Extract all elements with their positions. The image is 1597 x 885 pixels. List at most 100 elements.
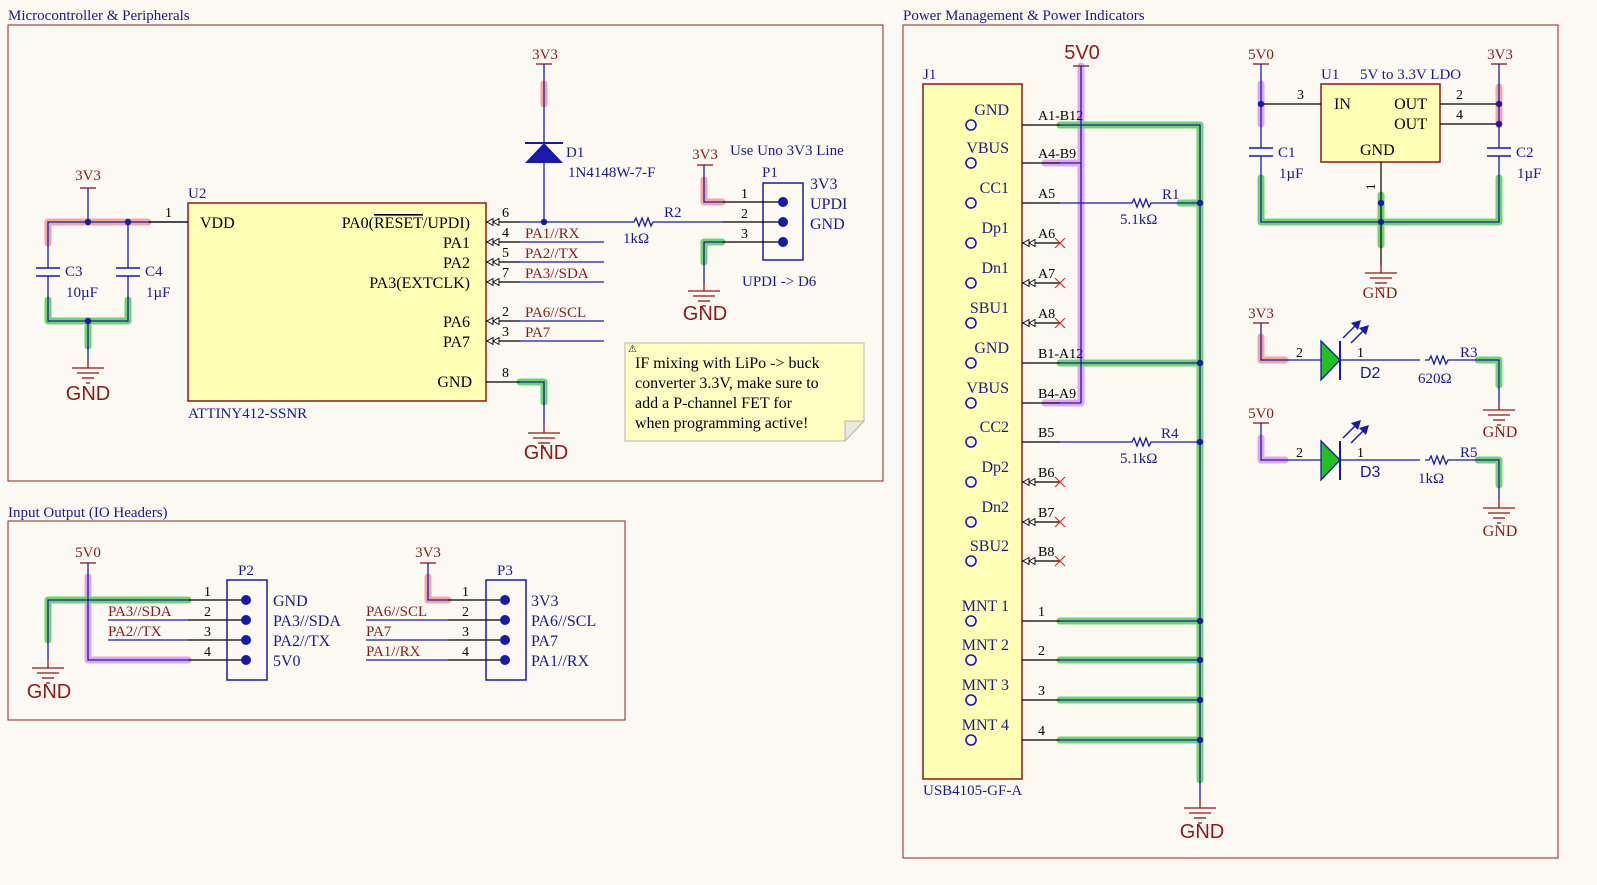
u2-pin-gnd: GND [437, 374, 472, 391]
p1-header[interactable]: Use Uno 3V3 Line P1 1 2 3 3V3 UPDI GND U… [722, 143, 847, 290]
j1-pin-name: Dp2 [981, 459, 1009, 476]
c4-ref: C4 [145, 264, 163, 280]
r5-gnd-label: GND [1483, 523, 1518, 540]
r5-resistor[interactable]: R5 1kΩ GND [1418, 445, 1517, 540]
j1-pin-circle [965, 555, 977, 567]
j1-pin-row: Dp1 A6 [965, 220, 1066, 249]
d1-ref: D1 [566, 145, 584, 161]
d1-part: 1N4148W-7-F [568, 165, 656, 181]
j1-pin-name: Dp1 [981, 220, 1009, 237]
j1-pin-circle [965, 694, 977, 706]
j1-pin-name: VBUS [966, 140, 1009, 157]
p2-pin1-num: 1 [204, 585, 211, 600]
u2-attiny412[interactable]: U2 ATTINY412-SSNR 1 VDD PA0(RESET/UPDI) … [148, 186, 520, 422]
p3-net-pa7: PA7 [366, 624, 392, 640]
j1-pin-row: SBU1 A8 [965, 300, 1066, 329]
p2-header[interactable]: 5V0 GND PA3//SDA PA2//TX 1 2 3 4 P2 GND … [27, 545, 342, 703]
u1-3v3-label: 3V3 [1487, 47, 1513, 63]
d3-5v0-label: 5V0 [1248, 406, 1274, 422]
u1-pin-out1: OUT [1394, 96, 1427, 113]
d2-pin-k: 1 [1357, 346, 1364, 361]
p3-net-pa1-rx: PA1//RX [366, 644, 421, 660]
j1-pin-circle [965, 317, 977, 329]
u1-body [1320, 83, 1441, 163]
p3-header[interactable]: 3V3 PA6//SCL PA7 PA1//RX 1 2 3 4 P3 3V3 … [366, 545, 596, 681]
p3-label-1: 3V3 [531, 593, 559, 610]
c4-capacitor[interactable]: C4 1µF [116, 264, 171, 301]
j1-pin-name: GND [974, 340, 1009, 357]
u2-pin-pa1-num: 4 [502, 226, 509, 241]
c1-capacitor[interactable]: C1 1µF [1249, 145, 1304, 182]
p3-pin2-num: 2 [462, 605, 469, 620]
j1-pin-circle [965, 516, 977, 528]
j1-pin-circle [965, 277, 977, 289]
lipo-note[interactable]: ⚠ IF mixing with LiPo -> buck converter … [624, 342, 866, 443]
j1-pin-number: A6 [1038, 227, 1055, 242]
p2-label-3: PA2//TX [273, 633, 331, 650]
u2-pin-pa3-num: 7 [502, 266, 509, 281]
net-label-pa6-scl: PA6//SCL [525, 305, 586, 321]
p1-pin2-num: 2 [741, 207, 748, 222]
p2-pin3-num: 3 [204, 625, 211, 640]
u2-pin-pa3: PA3(EXTCLK) [369, 275, 470, 292]
d1-diode[interactable]: 3V3 D1 1N4148W-7-F [525, 47, 656, 222]
net-label-pa1-rx: PA1//RX [525, 226, 580, 242]
sheet-power-frame [902, 24, 1559, 859]
note-warning-icon: ⚠ [628, 344, 637, 355]
j1-pin-name: SBU2 [970, 538, 1009, 555]
p2-pin2-num: 2 [204, 605, 211, 620]
u2-body [187, 202, 487, 402]
j1-pin-circle [965, 436, 977, 448]
net-label-pa2-tx: PA2//TX [525, 246, 579, 262]
j1-pin-number: A8 [1038, 307, 1055, 322]
net-label-pa7: PA7 [525, 325, 551, 341]
r4-ref: R4 [1161, 426, 1179, 442]
d2-3v3-label: 3V3 [1248, 306, 1274, 322]
c3-c4-3v3-label: 3V3 [75, 168, 101, 184]
p1-ref: P1 [762, 165, 778, 181]
r1-resistor[interactable] [1127, 198, 1157, 208]
c3-c4-gnd-label: GND [66, 383, 110, 405]
p2-gnd-label: GND [27, 681, 71, 703]
r1-ref: R1 [1162, 187, 1180, 203]
p1-pin3-num: 3 [741, 227, 748, 242]
j1-pin-circle [965, 357, 977, 369]
c3-value: 10µF [66, 285, 98, 301]
c3-ref: C3 [65, 264, 83, 280]
sheet-io-title: Input Output (IO Headers) [8, 505, 168, 521]
c2-capacitor[interactable]: C2 1µF [1487, 145, 1542, 182]
r2-resistor[interactable] [629, 217, 659, 227]
d1-3v3-label: 3V3 [532, 47, 558, 63]
u1-gnd-label: GND [1363, 285, 1398, 302]
d2-pin-a: 2 [1296, 346, 1303, 361]
d3-ref: D3 [1360, 464, 1381, 481]
p2-label-4: 5V0 [273, 653, 301, 670]
j1-pin-number: B6 [1038, 466, 1054, 481]
j1-pin-name: SBU1 [970, 300, 1009, 317]
u1-pin-gnd-num: 1 [1363, 184, 1378, 191]
d3-pin-k: 1 [1357, 446, 1364, 461]
d2-led[interactable]: 3V3 2 1 D2 [1248, 306, 1420, 382]
d2-ref: D2 [1360, 365, 1381, 382]
p1-power: 3V3 GND [683, 147, 727, 325]
p2-body [226, 579, 268, 681]
p1-label-3v3: 3V3 [810, 176, 838, 193]
j1-pin-name: GND [974, 102, 1009, 119]
r3-resistor[interactable]: R3 620Ω GND [1418, 345, 1517, 441]
d3-led[interactable]: 5V0 2 1 D3 [1248, 406, 1420, 482]
u2-pin-pa0-num: 6 [502, 206, 509, 221]
j1-part: USB4105-GF-A [923, 783, 1022, 799]
c3-capacitor[interactable]: C3 10µF [36, 264, 98, 301]
p3-label-2: PA6//SCL [531, 613, 596, 630]
u1-pin-gnd: GND [1360, 142, 1395, 159]
j1-pin-number: 2 [1038, 644, 1045, 659]
r4-resistor[interactable] [1127, 437, 1157, 447]
u1-ldo[interactable]: 5V0 3V3 U1 5V to 3.3V LDO IN OUT OUT GND… [1248, 47, 1541, 302]
c2-ref: C2 [1516, 145, 1534, 161]
